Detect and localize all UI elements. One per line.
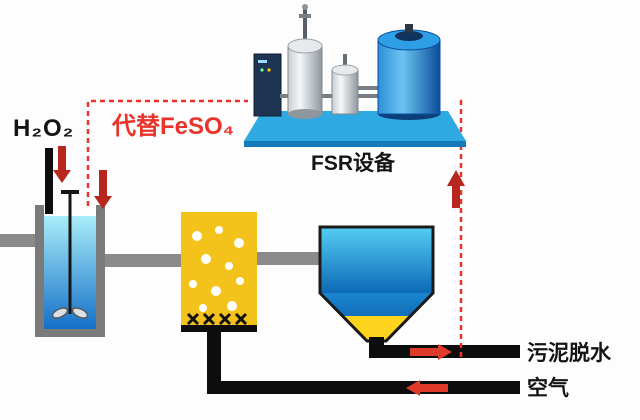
control-cabinet bbox=[253, 53, 282, 117]
mixing-tank-right-wall bbox=[96, 205, 105, 337]
replace-feso4-label: 代替FeSO₄ bbox=[112, 113, 235, 140]
h2o2-label: H₂O₂ bbox=[13, 115, 75, 142]
impeller-blade-right bbox=[71, 307, 89, 319]
clarifier-tank bbox=[318, 225, 435, 343]
aeration-air-drop-pipe bbox=[207, 332, 221, 394]
mast-cap bbox=[302, 4, 308, 10]
h2o2-down-arrow bbox=[53, 146, 71, 183]
sludge-dewatering-label: 污泥脱水 bbox=[527, 342, 611, 365]
cabinet-light-green bbox=[260, 68, 264, 72]
mixing-tank-bottom-wall bbox=[35, 329, 105, 337]
equipment-platform-edge bbox=[244, 141, 466, 147]
reactor-vessel-small bbox=[331, 69, 359, 115]
flow-arrows bbox=[53, 146, 465, 396]
fsr-feed-down-arrow bbox=[94, 170, 112, 209]
reactor-vessel-small-top bbox=[331, 64, 359, 76]
mixing-tank bbox=[35, 148, 105, 337]
skid-pipe-upper bbox=[358, 86, 380, 90]
h2o2-dosing-pipe bbox=[45, 148, 53, 214]
impeller-blade-left bbox=[51, 307, 69, 319]
sludge-right-arrow bbox=[410, 344, 452, 360]
mix-to-aeration-pipe bbox=[104, 254, 182, 267]
black-pipes bbox=[207, 332, 520, 394]
air-supply-pipe bbox=[207, 381, 520, 394]
gray-pipes bbox=[0, 234, 321, 267]
skid-pipe-lower bbox=[280, 94, 380, 98]
fsr-equipment-illustration bbox=[244, 4, 466, 147]
blue-tank-cap bbox=[395, 31, 423, 41]
influent-pipe bbox=[0, 234, 37, 247]
agitator-mast bbox=[303, 8, 307, 48]
clarifier-outline bbox=[318, 225, 435, 343]
aeration-to-clarifier-pipe bbox=[255, 252, 321, 265]
air-label: 空气 bbox=[527, 377, 569, 400]
blue-storage-tank bbox=[377, 39, 441, 115]
reactor-vessel-large-top bbox=[287, 38, 323, 54]
reactor-vessel-large bbox=[287, 45, 323, 115]
air-left-arrow bbox=[406, 380, 448, 396]
aeration-tank bbox=[181, 212, 257, 332]
reactor-vessel-large-base bbox=[288, 109, 322, 119]
fsr-equipment-label: FSR设备 bbox=[311, 152, 395, 175]
mixer-top-bar bbox=[61, 190, 79, 194]
mixer-shaft bbox=[68, 190, 72, 314]
blue-tank-valve bbox=[405, 24, 413, 33]
diffuser-strip bbox=[181, 325, 257, 332]
agitator-motor bbox=[299, 14, 311, 18]
diffuser-marks bbox=[186, 312, 248, 326]
cabinet-display bbox=[258, 60, 267, 63]
settled-sludge bbox=[343, 316, 410, 341]
air-bubbles bbox=[189, 226, 244, 312]
recycle-up-arrow bbox=[447, 170, 465, 208]
mixing-tank-left-wall bbox=[35, 205, 44, 337]
small-vessel-vent bbox=[343, 54, 347, 70]
cabinet-light-yellow bbox=[267, 68, 271, 72]
clarifier-body bbox=[320, 227, 433, 293]
